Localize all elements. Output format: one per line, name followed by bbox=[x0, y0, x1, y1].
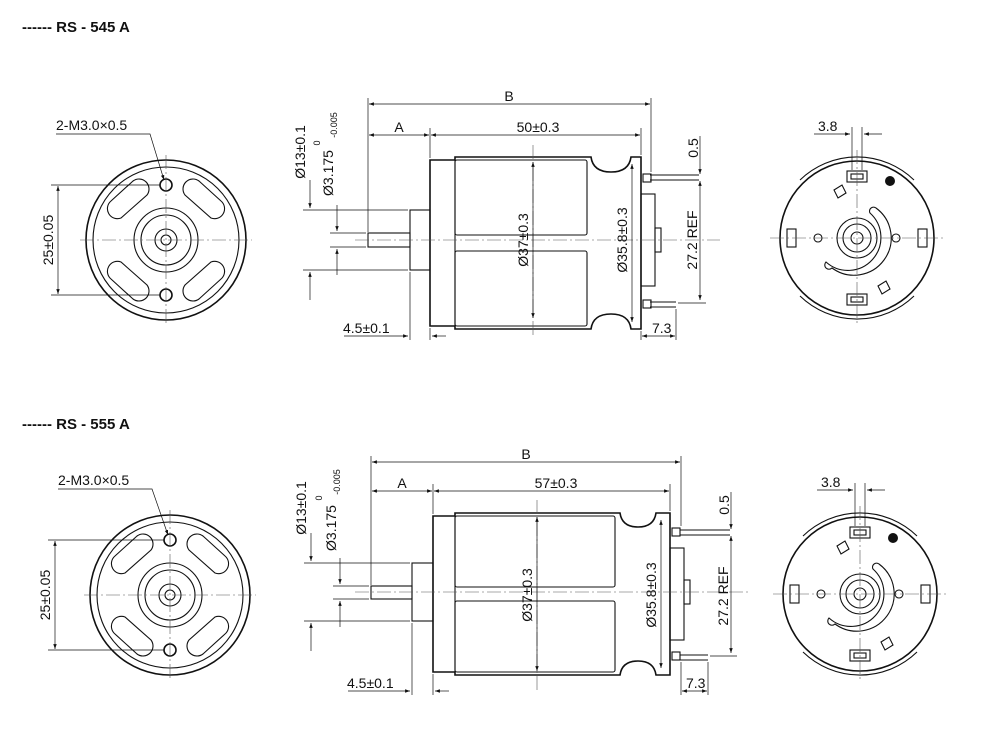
vent-slot bbox=[106, 178, 150, 220]
tab bbox=[836, 540, 850, 555]
tab bbox=[833, 184, 847, 199]
model-545-section: ------ RS - 545 A 25±0.05 2-M3.0×0.5 bbox=[22, 19, 946, 340]
housing-window bbox=[454, 600, 616, 673]
polarity-dot bbox=[885, 176, 895, 186]
side-view: B A 50±0.3 Ø13±0.1 Ø3.175 0 -0.005 Ø37±0… bbox=[292, 88, 720, 340]
housing-window bbox=[454, 159, 588, 236]
endcap-dia-label: Ø35.8±0.3 bbox=[614, 207, 630, 272]
vent-slot bbox=[186, 533, 230, 575]
front-view: 25±0.05 2-M3.0×0.5 bbox=[37, 472, 256, 680]
side-view: B A 57±0.3 Ø13±0.1 Ø3.175 0 -0.005 Ø37±0… bbox=[293, 446, 748, 695]
boss-length-label: 4.5±0.1 bbox=[343, 320, 390, 336]
body-length-label: 57±0.3 bbox=[535, 475, 578, 491]
shaft bbox=[370, 585, 413, 600]
end-cap-rim bbox=[799, 295, 915, 320]
terminal-stub bbox=[642, 299, 652, 309]
terminal-span-label: 27.2 REF bbox=[684, 210, 700, 269]
terminal-stub bbox=[642, 173, 652, 183]
terminal-span-label: 27.2 REF bbox=[715, 566, 731, 625]
spring-slot bbox=[827, 562, 895, 632]
model-555-section: ------ RS - 555 A 25±0.05 2-M3.0×0.5 bbox=[22, 416, 949, 695]
motor-body bbox=[432, 512, 671, 676]
dim-b-label: B bbox=[521, 446, 530, 462]
housing-window bbox=[454, 515, 616, 588]
shaft-tol-lower: -0.005 bbox=[329, 112, 339, 138]
dim-a-label: A bbox=[394, 119, 404, 135]
body-dia-label: Ø37±0.3 bbox=[519, 568, 535, 622]
model-title: ------ RS - 545 A bbox=[22, 19, 130, 36]
hole-spacing-label: 25±0.05 bbox=[37, 570, 53, 621]
terminal-thickness-label: 0.5 bbox=[716, 495, 732, 515]
body-dia-label: Ø37±0.3 bbox=[515, 213, 531, 267]
terminal-thickness-label: 0.5 bbox=[685, 138, 701, 158]
tab bbox=[880, 636, 894, 651]
thread-label: 2-M3.0×0.5 bbox=[56, 117, 127, 133]
thread-label: 2-M3.0×0.5 bbox=[58, 472, 129, 488]
model-title: ------ RS - 555 A bbox=[22, 416, 130, 433]
terminal-length-label: 7.3 bbox=[686, 675, 706, 691]
shaft-tol-upper: 0 bbox=[314, 495, 324, 500]
spring-slot bbox=[824, 206, 892, 276]
polarity-dot bbox=[888, 533, 898, 543]
boss-dia-label: Ø13±0.1 bbox=[293, 481, 309, 535]
rear-view: 3.8 bbox=[773, 474, 949, 681]
shaft-dia-label: Ø3.175 bbox=[320, 150, 336, 196]
housing-window bbox=[454, 250, 588, 327]
body-length-label: 50±0.3 bbox=[517, 119, 560, 135]
hole-spacing-label: 25±0.05 bbox=[40, 215, 56, 266]
end-cap bbox=[669, 547, 685, 641]
rear-view: 3.8 bbox=[770, 118, 946, 325]
dim-a-label: A bbox=[397, 475, 407, 491]
tab bbox=[877, 280, 891, 295]
boss-length-label: 4.5±0.1 bbox=[347, 675, 394, 691]
terminal-pitch-label: 3.8 bbox=[821, 474, 841, 490]
motor-body bbox=[429, 156, 642, 330]
shaft-dia-label: Ø3.175 bbox=[323, 505, 339, 551]
vent-slot bbox=[182, 260, 226, 302]
vent-slot bbox=[182, 178, 226, 220]
endcap-dia-label: Ø35.8±0.3 bbox=[643, 562, 659, 627]
terminal-pitch-label: 3.8 bbox=[818, 118, 838, 134]
shaft-tol-upper: 0 bbox=[312, 140, 322, 145]
terminal-stub bbox=[671, 527, 681, 537]
vent-slot bbox=[110, 615, 154, 657]
vent-slot bbox=[186, 615, 230, 657]
end-cap-rim bbox=[802, 651, 918, 676]
terminal-stub bbox=[671, 651, 681, 661]
terminal-length-label: 7.3 bbox=[652, 320, 672, 336]
boss-dia-label: Ø13±0.1 bbox=[292, 125, 308, 179]
vent-slot bbox=[110, 533, 154, 575]
shaft-tol-lower: -0.005 bbox=[332, 469, 342, 495]
vent-slot bbox=[106, 260, 150, 302]
dim-b-label: B bbox=[504, 88, 513, 104]
front-view: 25±0.05 2-M3.0×0.5 bbox=[40, 117, 252, 325]
